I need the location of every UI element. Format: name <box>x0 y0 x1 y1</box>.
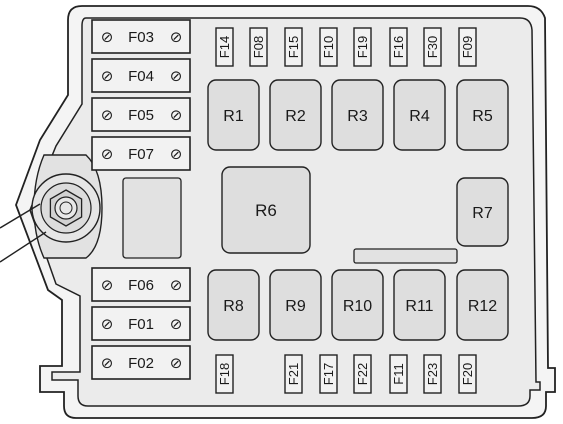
relay-r3: R3 <box>331 79 384 151</box>
screw-icon: ⊘ <box>101 68 114 85</box>
relay-label: R5 <box>472 108 493 125</box>
fuse-label: F18 <box>217 363 232 385</box>
screw-icon: ⊘ <box>170 29 183 46</box>
fuse-label: F23 <box>425 363 440 385</box>
fuse-label: F14 <box>217 36 232 58</box>
mini-fuse-f09: F09 <box>458 27 477 67</box>
fuse-label: F06 <box>128 277 154 294</box>
mini-fuse-f22: F22 <box>353 354 372 394</box>
fuse-label: F19 <box>355 36 370 58</box>
relay-r9: R9 <box>269 269 322 341</box>
fuse-f02: ⊘ ⊘ F02 <box>91 345 191 380</box>
relay-label: R1 <box>223 108 244 125</box>
screw-icon: ⊘ <box>101 146 114 163</box>
screw-icon: ⊘ <box>101 355 114 372</box>
relay-label: R12 <box>468 298 497 315</box>
mounting-bolt-icon <box>31 173 101 243</box>
relay-r2: R2 <box>269 79 322 151</box>
relay-r11: R11 <box>393 269 446 341</box>
mini-fuse-f19: F19 <box>353 27 372 67</box>
screw-icon: ⊘ <box>170 68 183 85</box>
relay-r8: R8 <box>207 269 260 341</box>
mini-fuse-f18: F18 <box>215 354 234 394</box>
fuse-label: F21 <box>286 363 301 385</box>
empty-slot <box>122 177 182 259</box>
connector-strip <box>353 248 458 264</box>
relay-label: R9 <box>285 298 306 315</box>
relay-label: R10 <box>343 298 372 315</box>
fuse-label: F15 <box>286 36 301 58</box>
fuse-label: F22 <box>355 363 370 385</box>
relay-r4: R4 <box>393 79 446 151</box>
relay-label: R2 <box>285 108 306 125</box>
screw-icon: ⊘ <box>170 107 183 124</box>
fuse-label: F05 <box>128 107 154 124</box>
fuse-label: F02 <box>128 355 154 372</box>
relay-label: R4 <box>409 108 430 125</box>
fuse-f01: ⊘ ⊘ F01 <box>91 306 191 341</box>
mini-fuse-f21: F21 <box>284 354 303 394</box>
cable-upper <box>0 203 41 229</box>
mini-fuse-f20: F20 <box>458 354 477 394</box>
screw-icon: ⊘ <box>170 277 183 294</box>
relay-label: R3 <box>347 108 368 125</box>
screw-icon: ⊘ <box>101 107 114 124</box>
relay-r10: R10 <box>331 269 384 341</box>
cable-lower <box>0 231 47 263</box>
fuse-label: F30 <box>425 36 440 58</box>
relay-r1: R1 <box>207 79 260 151</box>
relay-label: R11 <box>405 298 433 315</box>
relay-r5: R5 <box>456 79 509 151</box>
fuse-label: F10 <box>321 36 336 58</box>
fuse-f05: ⊘ ⊘ F05 <box>91 97 191 132</box>
fuse-label: F07 <box>128 146 154 163</box>
mini-fuse-f17: F17 <box>319 354 338 394</box>
fuse-label: F04 <box>128 68 154 85</box>
relay-label: R7 <box>472 205 493 222</box>
screw-icon: ⊘ <box>170 146 183 163</box>
screw-icon: ⊘ <box>170 355 183 372</box>
fuse-label: F01 <box>128 316 154 333</box>
fuse-f04: ⊘ ⊘ F04 <box>91 58 191 93</box>
fuse-label: F08 <box>251 36 266 58</box>
relay-r12: R12 <box>456 269 509 341</box>
fuse-label: F16 <box>391 36 406 58</box>
relay-label: R6 <box>255 201 277 220</box>
fuse-f07: ⊘ ⊘ F07 <box>91 136 191 171</box>
fuse-label: F03 <box>128 29 154 46</box>
screw-icon: ⊘ <box>101 277 114 294</box>
fuse-label: F20 <box>460 363 475 385</box>
screw-icon: ⊘ <box>101 29 114 46</box>
fuse-label: F09 <box>460 36 475 58</box>
relay-r6: R6 <box>221 166 311 254</box>
fuse-f06: ⊘ ⊘ F06 <box>91 267 191 302</box>
mini-fuse-f11: F11 <box>389 354 408 394</box>
fuse-label: F17 <box>321 363 336 385</box>
mini-fuse-f14: F14 <box>215 27 234 67</box>
mini-fuse-f23: F23 <box>423 354 442 394</box>
mini-fuse-f08: F08 <box>249 27 268 67</box>
screw-icon: ⊘ <box>170 316 183 333</box>
fuse-label: F11 <box>391 363 406 384</box>
mini-fuse-f15: F15 <box>284 27 303 67</box>
mini-fuse-f30: F30 <box>423 27 442 67</box>
fuse-f03: ⊘ ⊘ F03 <box>91 19 191 54</box>
relay-r7: R7 <box>456 177 509 247</box>
mini-fuse-f10: F10 <box>319 27 338 67</box>
mini-fuse-f16: F16 <box>389 27 408 67</box>
relay-label: R8 <box>223 298 244 315</box>
screw-icon: ⊘ <box>101 316 114 333</box>
